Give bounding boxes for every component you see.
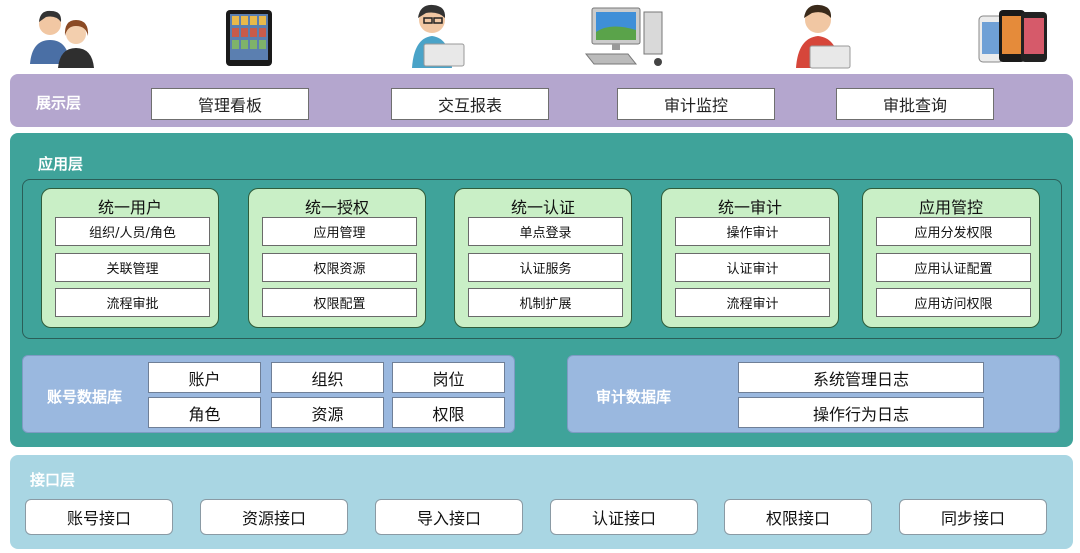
account-database-title: 账号数据库	[47, 388, 123, 406]
application-modules-group: 统一用户 组织/人员/角色 关联管理 流程审批 统一授权 应用管理 权限资源 权…	[22, 179, 1062, 339]
module-app-control: 应用管控 应用分发权限 应用认证配置 应用访问权限	[862, 188, 1040, 328]
module-title: 统一审计	[717, 198, 782, 217]
tablet-icon	[212, 2, 292, 70]
module-title: 统一授权	[304, 198, 369, 217]
module-item: 应用访问权限	[876, 288, 1031, 317]
interface-item-resource: 资源接口	[200, 499, 348, 535]
module-item: 应用管理	[262, 217, 417, 246]
interface-item-authentication: 认证接口	[550, 499, 698, 535]
module-item: 流程审计	[675, 288, 830, 317]
module-item: 认证服务	[468, 253, 623, 282]
account-db-cell: 角色	[148, 397, 261, 428]
module-item: 操作审计	[675, 217, 830, 246]
audit-database-title: 审计数据库	[596, 388, 672, 406]
display-layer: 展示层 管理看板 交互报表 审计监控 审批查询	[10, 74, 1073, 127]
module-item: 流程审批	[55, 288, 210, 317]
application-layer: 应用层 统一用户 组织/人员/角色 关联管理 流程审批 统一授权 应用管理 权限…	[10, 133, 1073, 447]
module-unified-authorization: 统一授权 应用管理 权限资源 权限配置	[248, 188, 426, 328]
smartphones-icon	[975, 2, 1055, 70]
interface-layer: 接口层 账号接口 资源接口 导入接口 认证接口 权限接口 同步接口	[10, 455, 1073, 549]
interface-item-sync: 同步接口	[899, 499, 1047, 535]
audit-database: 审计数据库 系统管理日志 操作行为日志	[567, 355, 1060, 433]
display-item-dashboard: 管理看板	[151, 88, 309, 120]
module-item: 应用认证配置	[876, 253, 1031, 282]
display-item-report: 交互报表	[391, 88, 549, 120]
account-database: 账号数据库 账户 组织 岗位 角色 资源 权限	[22, 355, 515, 433]
module-unified-authentication: 统一认证 单点登录 认证服务 机制扩展	[454, 188, 632, 328]
interface-item-account: 账号接口	[25, 499, 173, 535]
user-laptop-red-icon	[786, 2, 866, 70]
application-layer-title: 应用层	[38, 155, 84, 173]
module-unified-user: 统一用户 组织/人员/角色 关联管理 流程审批	[41, 188, 219, 328]
module-title: 统一用户	[97, 198, 162, 217]
display-item-approval-query: 审批查询	[836, 88, 994, 120]
account-db-cell: 组织	[271, 362, 384, 393]
module-title: 应用管控	[918, 198, 983, 217]
module-item: 关联管理	[55, 253, 210, 282]
desktop-computer-icon	[584, 2, 664, 70]
account-db-cell: 账户	[148, 362, 261, 393]
interface-item-permission: 权限接口	[724, 499, 872, 535]
module-item: 认证审计	[675, 253, 830, 282]
user-laptop-icon	[398, 2, 478, 70]
display-layer-title: 展示层	[36, 94, 82, 112]
module-item: 组织/人员/角色	[55, 217, 210, 246]
module-title: 统一认证	[510, 198, 575, 217]
display-item-audit-monitor: 审计监控	[617, 88, 775, 120]
module-item: 权限资源	[262, 253, 417, 282]
module-unified-audit: 统一审计 操作审计 认证审计 流程审计	[661, 188, 839, 328]
user-icons-row	[0, 0, 1080, 72]
module-item: 应用分发权限	[876, 217, 1031, 246]
account-db-cell: 权限	[392, 397, 505, 428]
module-item: 机制扩展	[468, 288, 623, 317]
two-users-icon	[22, 2, 102, 70]
module-item: 单点登录	[468, 217, 623, 246]
audit-db-cell: 操作行为日志	[738, 397, 984, 428]
account-db-cell: 岗位	[392, 362, 505, 393]
audit-db-cell: 系统管理日志	[738, 362, 984, 393]
module-item: 权限配置	[262, 288, 417, 317]
interface-layer-title: 接口层	[30, 471, 76, 489]
interface-item-import: 导入接口	[375, 499, 523, 535]
account-db-cell: 资源	[271, 397, 384, 428]
